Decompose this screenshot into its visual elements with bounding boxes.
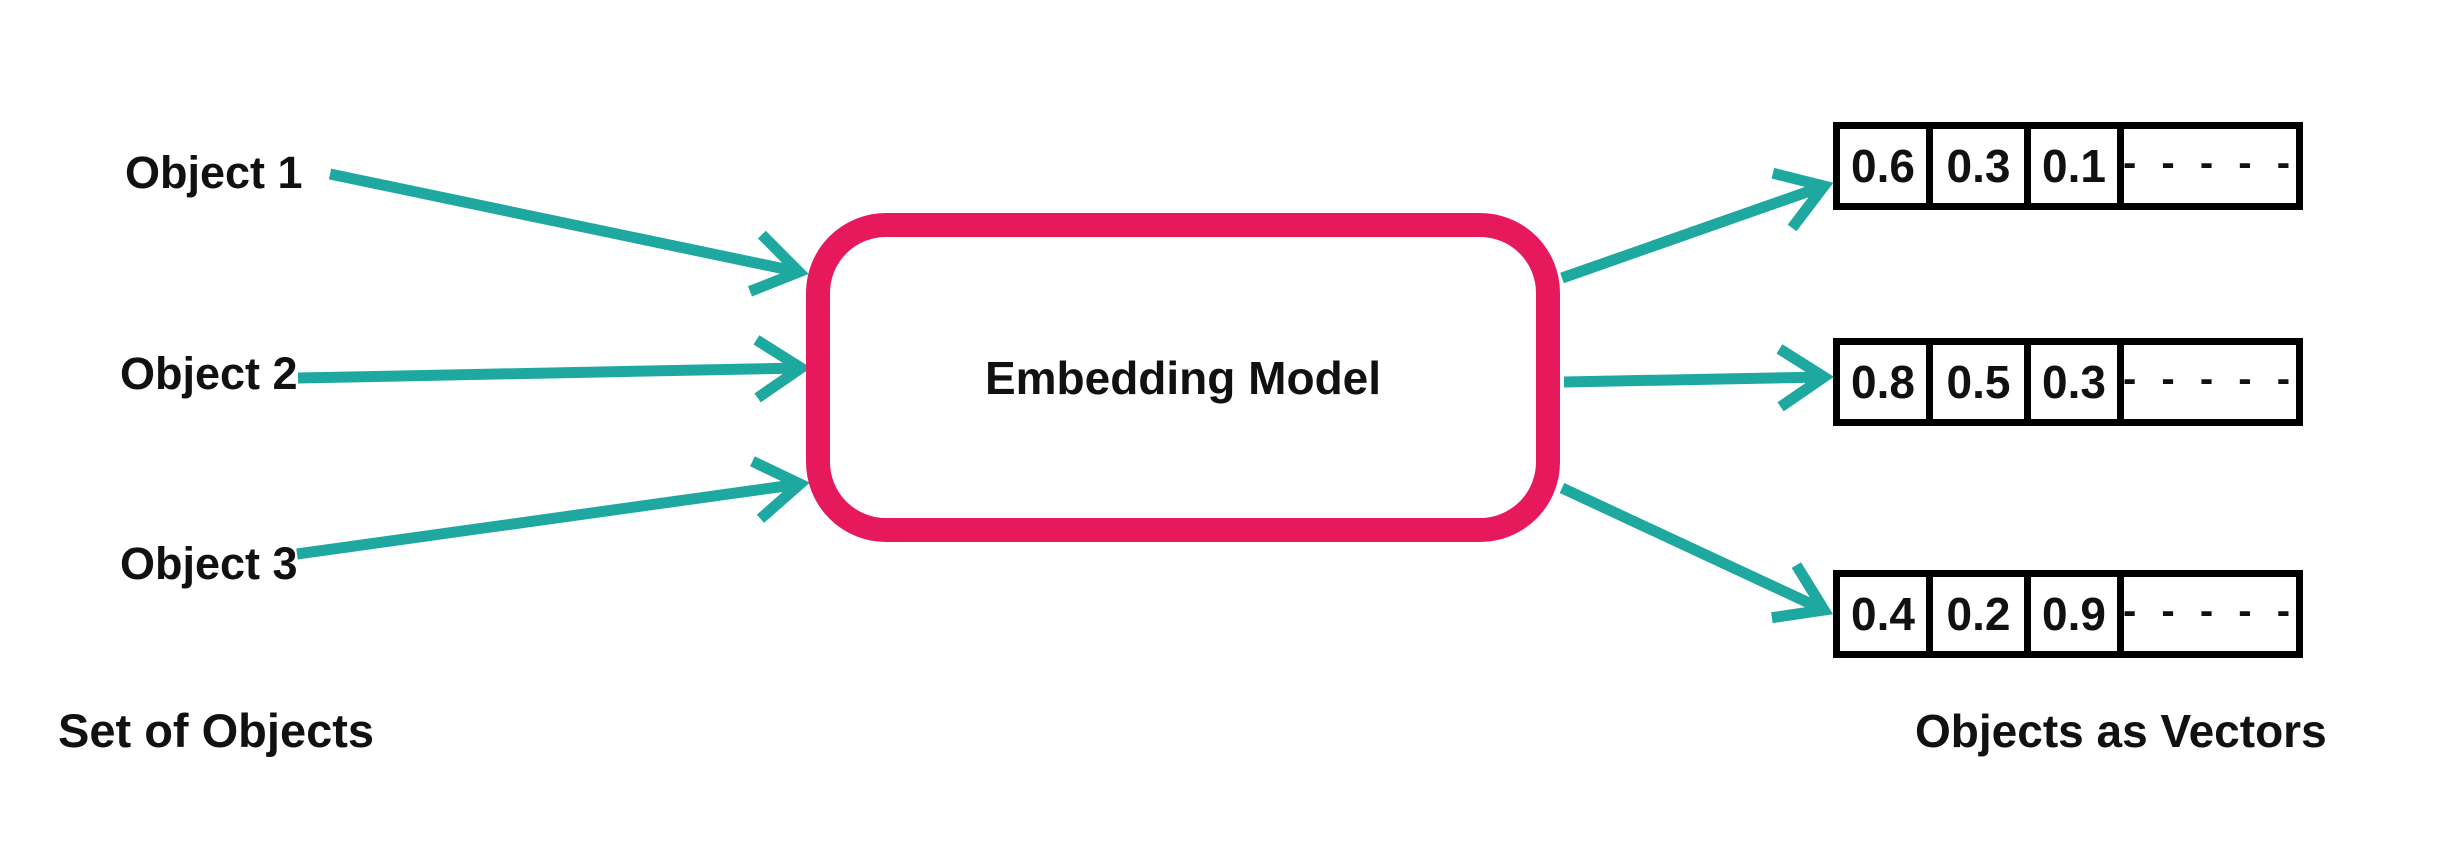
vector-ellipsis-cell: - - - - - [2122,140,2298,185]
arrow-object1-to-model [328,168,809,297]
input-label-object-1: Object 1 [125,147,303,198]
caption-set-of-objects: Set of Objects [58,704,375,757]
vector-ellipsis-cell: - - - - - [2122,356,2298,401]
vector-cell: 0.3 [2031,345,2124,419]
vector-cell: 0.1 [2031,129,2124,203]
vector-cell: 0.9 [2031,577,2124,651]
vector-cell: 0.4 [1840,577,1933,651]
vector-cell: 0.8 [1840,345,1933,419]
vector-cell: 0.6 [1840,129,1933,203]
input-label-object-2: Object 2 [120,348,298,399]
vector-ellipsis-cell: - - - - - [2122,588,2298,633]
embedding-model-box: Embedding Model [806,213,1560,542]
input-label-object-3: Object 3 [120,538,298,589]
vector-row-3: 0.4 0.2 0.9 - - - - - [1833,570,2303,658]
arrow-object2-to-model [297,335,811,403]
arrow-object3-to-model [296,456,810,560]
arrow-model-to-vector1 [1560,167,1834,284]
vector-row-1: 0.6 0.3 0.1 - - - - - [1833,122,2303,210]
arrow-model-to-vector2 [1563,344,1834,412]
embedding-model-label: Embedding Model [984,351,1382,404]
vector-row-2: 0.8 0.5 0.3 - - - - - [1833,338,2303,426]
vector-cell: 0.5 [1933,345,2031,419]
vector-cell: 0.2 [1933,577,2031,651]
caption-objects-as-vectors: Objects as Vectors [1915,705,2327,757]
vector-cell: 0.3 [1933,129,2031,203]
arrow-model-to-vector3 [1559,483,1834,624]
